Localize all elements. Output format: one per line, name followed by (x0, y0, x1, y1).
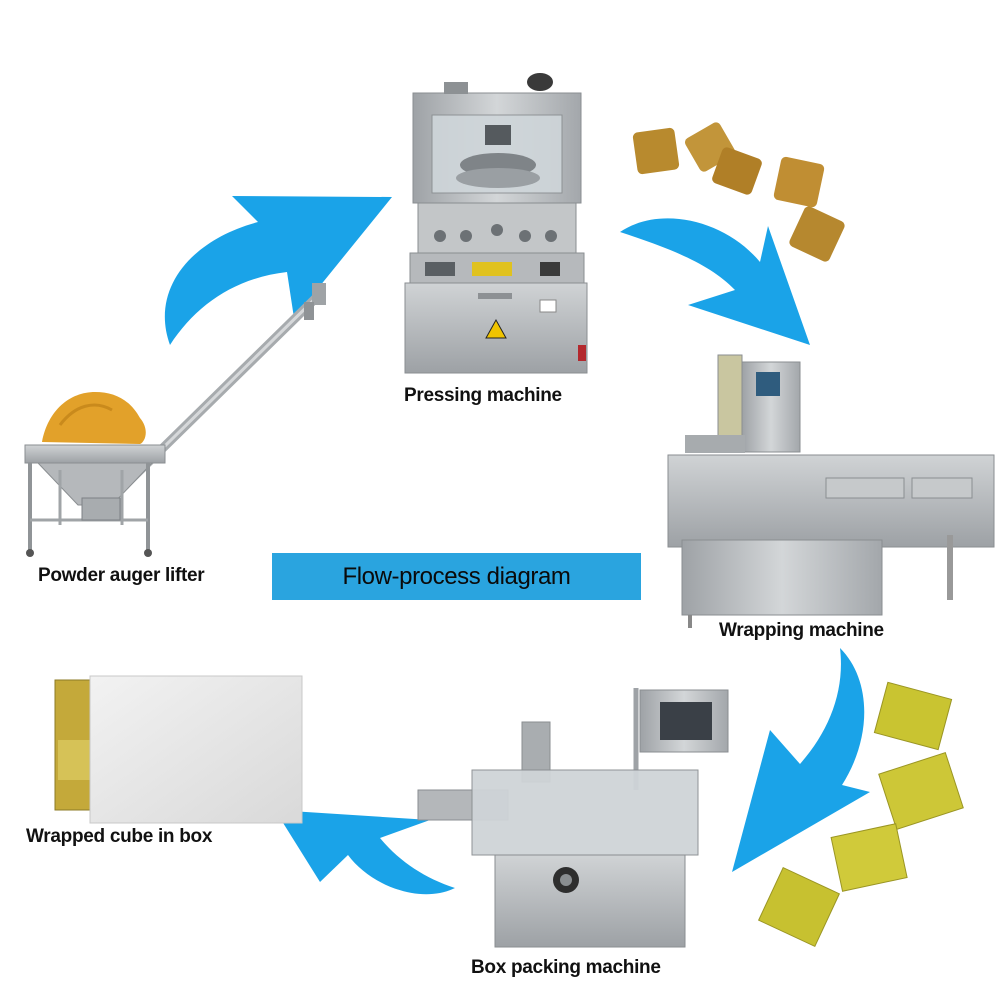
label-pressing-machine: Pressing machine (404, 385, 562, 406)
label-powder-auger-lifter: Powder auger lifter (38, 565, 205, 586)
label-box-packing-machine: Box packing machine (471, 957, 661, 978)
arrow-auger-to-press (164, 196, 392, 345)
wrapping-machine-image (667, 354, 995, 628)
arrow-box-to-final (275, 810, 455, 895)
powder-auger-lifter-image (24, 283, 326, 557)
title-banner (272, 553, 641, 600)
label-wrapping-machine: Wrapping machine (719, 620, 884, 641)
box-packing-machine-image (417, 688, 729, 948)
arrow-press-to-wrap (620, 218, 810, 345)
wrapped-cubes-image (757, 681, 964, 948)
wrapped-cube-box-image (54, 675, 303, 824)
arrow-wrap-to-box (732, 648, 870, 872)
label-wrapped-cube-in-box: Wrapped cube in box (26, 826, 213, 847)
pressing-machine-image (404, 73, 588, 374)
diagram-title: Flow-process diagram (342, 562, 571, 590)
pressed-cubes-image (632, 122, 845, 262)
